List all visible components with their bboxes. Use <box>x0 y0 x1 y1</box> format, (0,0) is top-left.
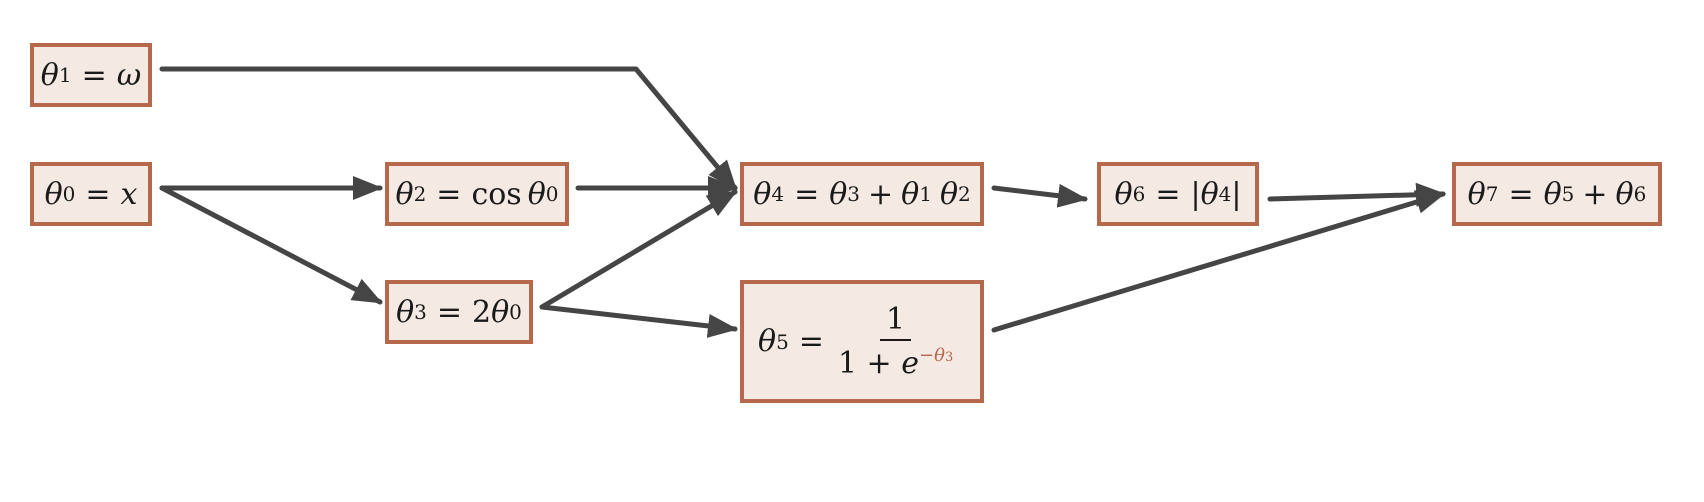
theta6-inner-sub: 4 <box>1218 182 1232 206</box>
theta2-lhs: θ <box>395 176 414 212</box>
theta7-b: θ <box>1615 176 1634 212</box>
theta3-coef: 2 <box>472 294 492 330</box>
theta3-eq: = <box>436 294 463 330</box>
theta4-eq: = <box>794 176 820 212</box>
theta4-b-sub: 1 <box>919 182 932 206</box>
theta3-rhs-sub: 0 <box>509 300 522 324</box>
theta4-c-sub: 2 <box>958 182 971 206</box>
theta5-eq: = <box>798 324 824 359</box>
theta4-a-sub: 3 <box>847 182 860 206</box>
theta6-lhs: θ <box>1114 176 1133 212</box>
theta1-lhs: θ <box>40 57 59 93</box>
theta7-lhs-sub: 7 <box>1485 182 1499 206</box>
theta0-eq: = <box>85 176 111 212</box>
theta7-a-sub: 5 <box>1561 182 1575 206</box>
theta4-lhs: θ <box>753 176 772 212</box>
theta3-lhs-sub: 3 <box>414 300 427 324</box>
theta4-plus: + <box>868 176 894 212</box>
theta6-eq: = <box>1155 176 1181 212</box>
theta6-lhs-sub: 6 <box>1132 182 1146 206</box>
theta5-sup-theta: θ <box>934 345 945 366</box>
theta0-rhs: x <box>120 176 138 212</box>
theta2-eq: = <box>436 176 462 212</box>
theta6-bar-right: | <box>1231 176 1242 212</box>
theta2-rhs-sub: 0 <box>545 182 559 206</box>
theta5-sup-minus: − <box>919 345 935 366</box>
theta4-c: θ <box>939 176 958 212</box>
theta5-lhs-sub: 5 <box>776 329 789 354</box>
edge-theta4-theta6 <box>991 183 1088 208</box>
theta6-inner: θ <box>1200 176 1219 212</box>
edge-theta0-theta3 <box>159 185 383 305</box>
theta2-lhs-sub: 2 <box>413 182 427 206</box>
theta4-b: θ <box>901 176 920 212</box>
theta5-lhs: θ <box>758 324 777 359</box>
theta5-denominator: 1 + e−θ3 <box>838 341 953 381</box>
theta5-den-e: e <box>901 346 919 381</box>
theta5-fraction: 1 1 + e−θ3 <box>838 302 953 381</box>
theta7-a: θ <box>1543 176 1562 212</box>
theta4-lhs-sub: 4 <box>771 182 785 206</box>
theta7-eq: = <box>1508 176 1534 212</box>
theta0-lhs-sub: 0 <box>62 182 76 206</box>
edge-theta3-theta4 <box>539 189 738 310</box>
theta7-lhs: θ <box>1467 176 1486 212</box>
theta2-rhs: θ <box>527 176 546 212</box>
theta5-sup-sub: 3 <box>944 350 954 365</box>
theta5-den-a: 1 + <box>837 346 902 381</box>
edge-theta1-theta4 <box>159 66 738 191</box>
theta1-rhs: ω <box>116 57 142 93</box>
theta7-plus: + <box>1582 176 1608 212</box>
theta2-fn: cos <box>471 176 522 212</box>
theta3-lhs: θ <box>396 294 415 330</box>
theta5-exponent: −θ3 <box>919 345 953 366</box>
theta3-rhs: θ <box>491 294 510 330</box>
theta1-eq: = <box>81 57 107 93</box>
theta6-bar-left: | <box>1190 176 1201 212</box>
edge-theta3-theta5 <box>539 304 738 338</box>
edge-theta5-theta7 <box>991 190 1446 333</box>
edge-theta6-theta7 <box>1267 182 1446 207</box>
theta5-numerator: 1 <box>880 302 912 341</box>
theta0-lhs: θ <box>44 176 63 212</box>
theta4-a: θ <box>829 176 848 212</box>
theta7-b-sub: 6 <box>1633 182 1647 206</box>
theta1-lhs-sub: 1 <box>58 63 72 87</box>
